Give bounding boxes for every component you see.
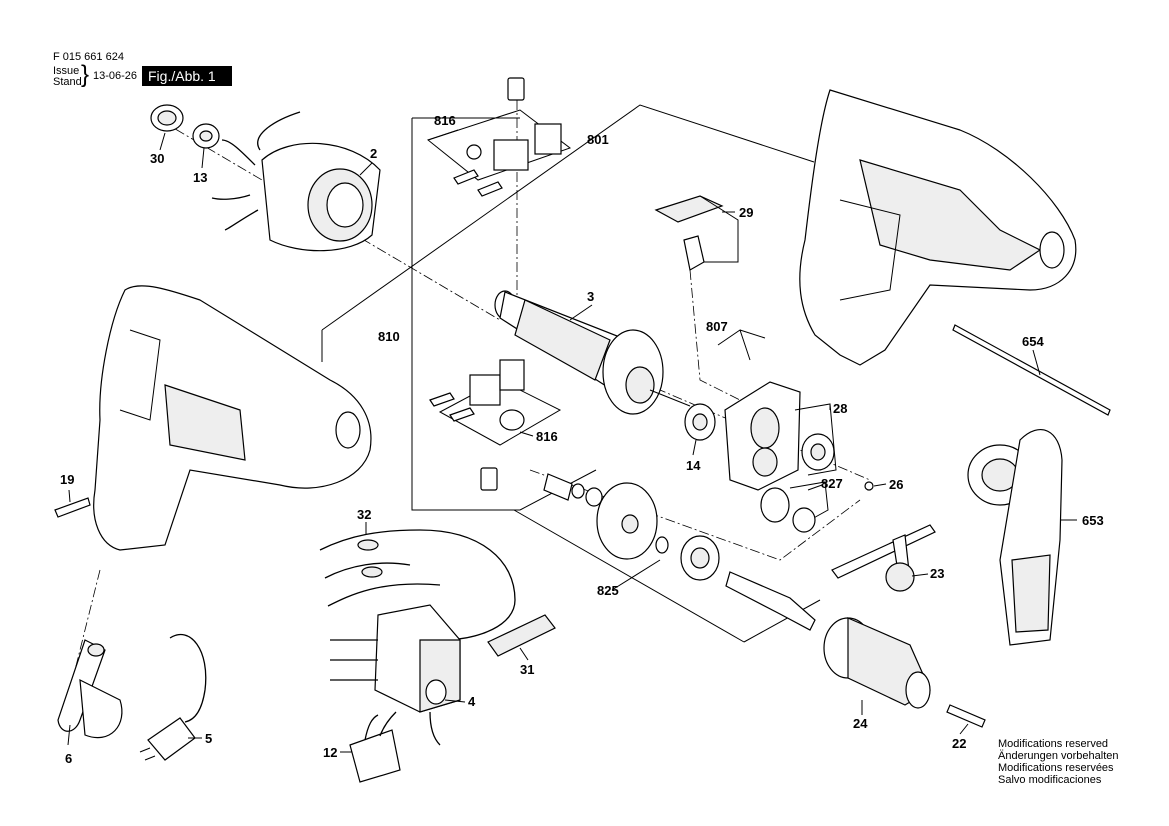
callout-12: 12 [323, 745, 337, 760]
part-30-ring [150, 104, 184, 132]
callout-23: 23 [930, 566, 944, 581]
part-654-depth-rod [952, 324, 1111, 416]
callout-31: 31 [520, 662, 534, 677]
callout-801: 801 [587, 132, 609, 147]
centerline-gear [529, 469, 861, 561]
part-26-ball [864, 481, 874, 491]
callout-28: 28 [833, 401, 847, 416]
callout-5: 5 [205, 731, 212, 746]
part-816-brush-holder-bottom [429, 359, 562, 491]
callout-2: 2 [370, 146, 377, 161]
callout-816-top: 816 [434, 113, 456, 128]
part-5-power-cord [139, 633, 207, 761]
callout-816-bottom: 816 [536, 429, 558, 444]
figure-label: Fig./Abb. 1 [142, 66, 232, 86]
leader-22 [959, 723, 969, 735]
bracket-810 [411, 117, 520, 511]
part-653-auxiliary-handle [967, 429, 1063, 646]
modifications-notes: Modifications reserved Änderungen vorbeh… [998, 738, 1118, 786]
leader-3 [569, 304, 593, 321]
part-3-armature [494, 290, 691, 415]
part-13-bearing [192, 123, 220, 149]
leader-19 [68, 489, 71, 503]
callout-807: 807 [706, 319, 728, 334]
part-825-gear-train [543, 473, 816, 631]
issue-date: 13-06-26 [93, 70, 138, 82]
housing-half-801 [799, 89, 1077, 366]
callout-24: 24 [853, 716, 868, 731]
brace: } [81, 61, 90, 88]
note-de: Änderungen vorbehalten [998, 750, 1119, 762]
callout-6: 6 [65, 751, 72, 766]
leader-13 [201, 147, 205, 169]
leader-30 [159, 132, 166, 151]
leader-31 [519, 647, 529, 661]
leader-827 [807, 484, 823, 491]
callout-653: 653 [1082, 513, 1104, 528]
note-en: Modifications reserved [998, 738, 1109, 750]
centerline-807 [689, 269, 761, 411]
callout-26: 26 [889, 477, 903, 492]
callout-29: 29 [739, 205, 753, 220]
leader-23 [911, 573, 929, 577]
leader-6 [67, 724, 71, 746]
part-827-bearings [760, 481, 829, 533]
callout-825: 825 [597, 583, 619, 598]
leader-807 [717, 329, 766, 361]
callout-3: 3 [587, 289, 594, 304]
part-24-chuck [823, 617, 931, 709]
leader-4 [444, 699, 466, 703]
document-number: F 015 661 624 [53, 51, 124, 63]
callout-827: 827 [821, 476, 843, 491]
callout-19: 19 [60, 472, 74, 487]
part-6-cable-guard [57, 639, 123, 739]
leader-2 [359, 162, 373, 176]
part-4-switch [330, 604, 461, 746]
leader-26 [873, 483, 887, 487]
callout-14: 14 [686, 458, 701, 473]
note-fr: Modifications reservées [998, 762, 1114, 774]
part-32-wire-set [319, 529, 516, 641]
stand-label: Stand [53, 76, 82, 88]
leader-14 [692, 439, 697, 456]
gear-housing-plate [724, 381, 801, 491]
part-2-stator [211, 111, 381, 252]
centerline-stator [159, 119, 501, 321]
bracket-801 [321, 104, 815, 362]
part-31-label [487, 614, 556, 657]
note-es: Salvo modificaciones [998, 774, 1102, 786]
drill-body-housing [93, 285, 372, 551]
callout-4: 4 [468, 694, 476, 709]
part-22-screw [946, 704, 986, 728]
callout-654: 654 [1022, 334, 1044, 349]
part-14-bearing [684, 403, 716, 441]
part-23-chuck-key [831, 524, 936, 592]
part-29-switch-slide [654, 195, 739, 271]
part-12-capacitor [349, 711, 401, 783]
part-28-bearing [794, 403, 837, 476]
leader-816a [427, 129, 459, 141]
part-19-screw [54, 497, 91, 518]
callout-13: 13 [193, 170, 207, 185]
leader-654 [1032, 349, 1041, 376]
leader-816b [519, 431, 534, 437]
callout-810: 810 [378, 329, 400, 344]
part-816-brush-holder-top [426, 77, 572, 197]
issue-label: Issue [53, 65, 80, 77]
callout-32: 32 [357, 507, 371, 522]
leader-825 [611, 559, 661, 591]
callout-22: 22 [952, 736, 966, 751]
callout-30: 30 [150, 151, 164, 166]
